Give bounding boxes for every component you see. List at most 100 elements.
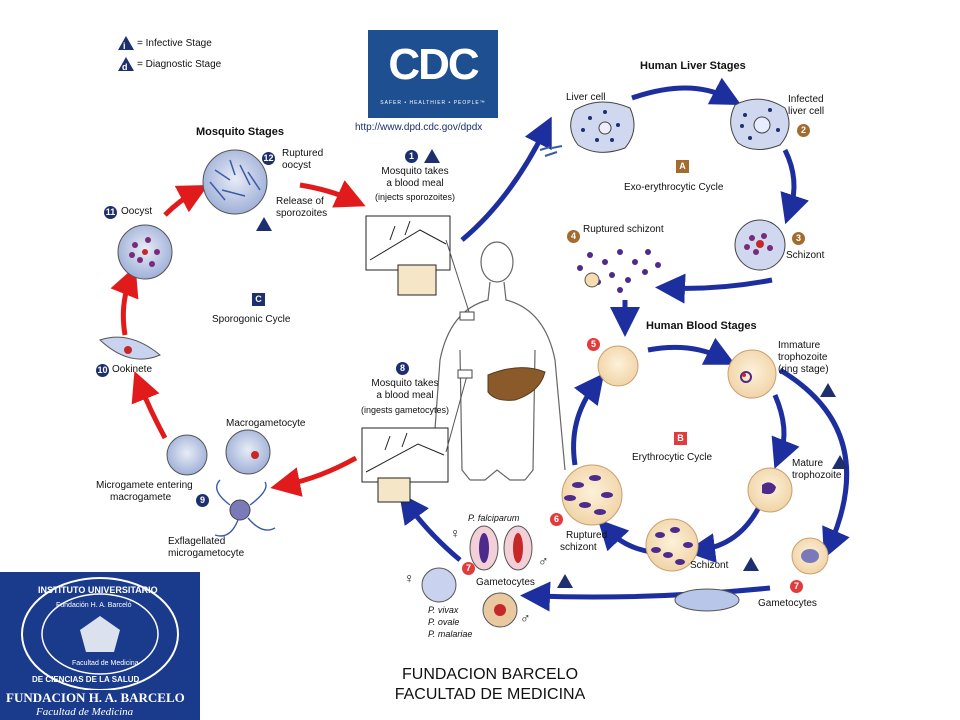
mature-label-line1: Mature <box>792 458 824 469</box>
microgamete-label-line1: Microgamete entering <box>96 480 193 491</box>
stage-1-number: 1 <box>405 150 418 163</box>
cycle-a-label: Exo-erythrocytic Cycle <box>624 182 724 193</box>
release-label-line2: sporozoites <box>276 208 328 219</box>
arrow-rupt-up <box>571 373 605 466</box>
stage-1-infective-icon <box>424 149 440 163</box>
stage-6-number: 6 <box>550 513 563 526</box>
seal-faculty: Facultad de Medicina <box>72 660 139 667</box>
release-label-line1: Release of <box>276 196 324 207</box>
microgamete-label-line2: macrogamete <box>110 492 172 503</box>
arrow-liver-to-infected <box>631 77 742 105</box>
ookinete-label: Ookinete <box>112 364 153 375</box>
legend-infective-label: = Infective Stage <box>137 38 212 49</box>
mosquito-box-2 <box>361 427 449 483</box>
mosquito-box-2-inset <box>377 477 411 503</box>
microgamete-cell <box>166 434 208 476</box>
schizont-diagnostic-icon <box>743 557 759 571</box>
legend-diagnostic-symbol: d <box>122 62 128 72</box>
ruptured-oocyst-line1: Ruptured <box>282 148 324 159</box>
legend-diagnostic-label: = Diagnostic Stage <box>137 59 222 70</box>
arrow-micro-to-ookinete <box>131 371 168 440</box>
immature-label-line3: (ring stage) <box>778 364 829 375</box>
stage-2-label-line1: Infected <box>788 94 824 105</box>
stage-11-number: 11 <box>104 206 117 219</box>
malariae-label: P. malariae <box>428 629 473 639</box>
arrow-oocyst-release <box>299 180 366 208</box>
rbc-ruptured <box>561 464 623 526</box>
infected-liver-cell <box>730 98 790 150</box>
arrow-merozoite-to-ring <box>647 337 736 365</box>
legend-infective-symbol: i <box>123 41 126 51</box>
oocyst-label: Oocyst <box>121 206 153 217</box>
stage-8-label-line2: a blood meal <box>376 390 434 401</box>
stage-8-label-line1: Mosquito takes <box>371 378 439 389</box>
mosquito-stages-title: Mosquito Stages <box>196 126 285 138</box>
vivax-label: P. vivax <box>428 605 459 615</box>
stage-10-number: 10 <box>96 364 109 377</box>
university-seal: INSTITUTO UNIVERSITARIO Fundación H. A. … <box>0 572 200 720</box>
cdc-tagline: SAFER • HEALTHIER • PEOPLE™ <box>380 100 486 106</box>
liver-stages-title: Human Liver Stages <box>640 60 746 72</box>
falciparum-label: P. falciparum <box>468 513 520 523</box>
male-symbol-2: ♂ <box>520 610 531 626</box>
cdc-logo: CDC SAFER • HEALTHIER • PEOPLE™ <box>368 30 498 118</box>
stage-4-number: 4 <box>567 230 580 243</box>
ruptured-liver-schizont <box>577 249 661 293</box>
ruptured-label-line2: schizont <box>560 542 597 553</box>
seal-ring-top: INSTITUTO UNIVERSITARIO <box>38 585 158 595</box>
cdc-url[interactable]: http://www.dpd.cdc.gov/dpdx <box>355 122 483 133</box>
arrow-ring-to-gametocyte <box>778 367 850 559</box>
ruptured-label-line1: Ruptured <box>566 530 608 541</box>
stage-7-number-right: 7 <box>790 580 803 593</box>
stage-3-number: 3 <box>792 232 805 245</box>
stage-7-number-left: 7 <box>462 562 475 575</box>
seal-bar-title: FUNDACION H. A. BARCELO <box>6 690 185 705</box>
vivax-female <box>421 567 457 603</box>
exflagellated-cell <box>214 479 276 537</box>
arrow-mosquito-to-macro <box>270 455 358 497</box>
falciparum-gametocytes <box>469 525 533 571</box>
cycle-c-badge: C <box>252 293 265 306</box>
male-symbol-1: ♂ <box>538 553 549 569</box>
blood-stages-title: Human Blood Stages <box>646 320 757 332</box>
arrow-mature-to-schizont <box>685 503 763 564</box>
arrow-ring-to-mature <box>771 394 800 469</box>
female-symbol-2: ♀ <box>404 570 415 586</box>
stage-3-label: Schizont <box>786 250 825 261</box>
arrow-schizont-to-rupt <box>597 519 653 555</box>
immature-label-line2: trophozoite <box>778 352 828 363</box>
human-body-silhouette <box>431 241 566 481</box>
mosquito-box-1 <box>365 215 451 271</box>
stage-1-label-line1: Mosquito takes <box>381 166 449 177</box>
release-infective-icon <box>256 217 272 231</box>
seal-emblem <box>0 577 200 720</box>
arrow-to-liver <box>460 116 552 242</box>
stage-1-label-line2: a blood meal <box>386 178 444 189</box>
cdc-logo-text: CDC <box>388 40 479 89</box>
liver-schizont <box>734 219 786 271</box>
stage-2-number: 2 <box>797 124 810 137</box>
rbc-ring <box>727 349 777 399</box>
gametocytes-label-left: Gametocytes <box>476 577 535 588</box>
stage-8-number: 8 <box>396 362 409 375</box>
arrow-schizont-to-rupture <box>655 273 773 304</box>
stage-1-label-line3: (injects sporozoites) <box>374 192 456 202</box>
cycle-c-label: Sporogonic Cycle <box>212 314 291 325</box>
macrogametocyte-cell <box>225 429 271 475</box>
stage-2-label-line2: liver cell <box>788 106 825 117</box>
merozoite-blob <box>584 272 600 288</box>
sporozoites <box>539 145 563 157</box>
footer-line1: FUNDACION BARCELO <box>401 666 579 683</box>
mature-diagnostic-icon <box>832 455 848 469</box>
arrow-ookinete-to-oocyst <box>110 266 139 336</box>
seal-ring-bottom: DE CIENCIAS DE LA SALUD <box>32 675 140 684</box>
gametocytes-label-right: Gametocytes <box>758 598 817 609</box>
injection-site-1 <box>459 311 475 321</box>
female-symbol-1: ♀ <box>450 525 461 541</box>
ruptured-oocyst-line2: oocyst <box>282 160 311 171</box>
arrow-infected-to-schizont <box>780 148 809 225</box>
exflagellated-label-line1: Exflagellated <box>168 536 226 547</box>
liver-cell-label: Liver cell <box>566 92 606 103</box>
injection-site-2 <box>457 369 473 379</box>
infective-triangle <box>118 36 134 50</box>
